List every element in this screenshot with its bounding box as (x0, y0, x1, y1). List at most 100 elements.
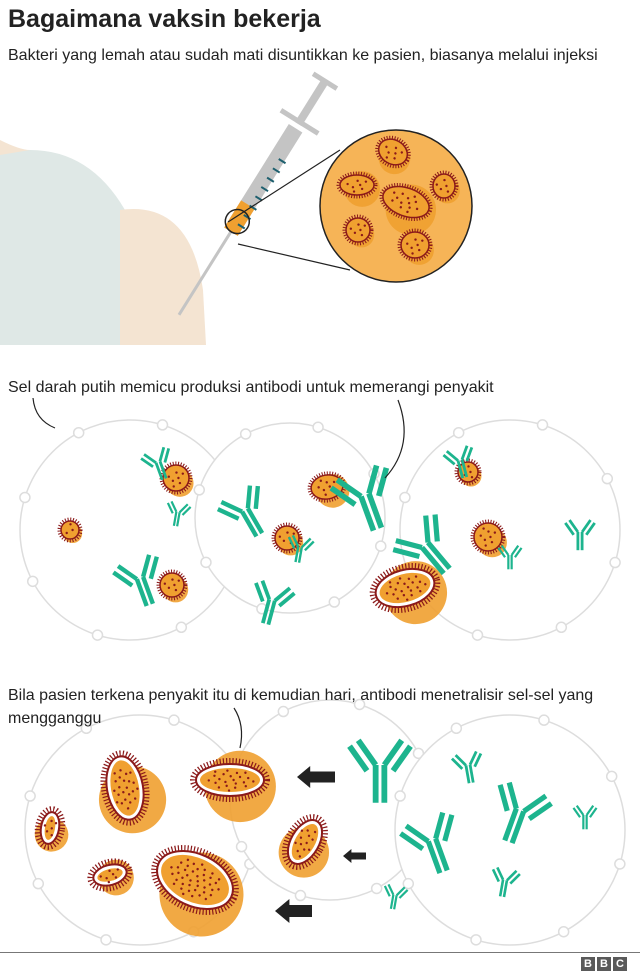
bacterium-dot (446, 190, 450, 193)
cell-receptor (168, 714, 180, 726)
bacterium-dot (171, 479, 175, 483)
antibody-arm (589, 807, 598, 818)
bacterium-spikes (100, 750, 150, 826)
bacterium-dot (227, 789, 231, 792)
cell-receptor (394, 790, 406, 802)
bacterium-dot (173, 583, 176, 587)
antibody-arm (585, 522, 596, 536)
bacterium-dot (136, 787, 139, 790)
bacterium-dot (203, 886, 206, 889)
bacterium-dot (122, 791, 125, 794)
bacterium-spikes (190, 758, 270, 802)
antibody-icon (491, 866, 521, 898)
bacterium-dot (311, 838, 314, 841)
bacterium-dot (170, 866, 173, 869)
syringe-plunger-head (311, 71, 339, 91)
antibody-arm (568, 519, 580, 533)
antibody-stem (509, 810, 527, 844)
antibody-arm (291, 534, 300, 548)
antibody-stem (420, 545, 446, 576)
bacterium-dot (489, 535, 492, 539)
cell-receptor (557, 925, 570, 938)
bacterium-dot (167, 475, 171, 478)
cell-receptor (91, 629, 104, 641)
bacterium-dot (129, 801, 132, 804)
bacterium-dot (133, 797, 137, 800)
syringe-plunger (294, 79, 329, 127)
bacterium-dot (324, 493, 327, 496)
bacterium-dot (406, 242, 409, 245)
antibody-arm (260, 580, 272, 600)
bacterium-icon (151, 845, 244, 937)
bacterium-dot (393, 191, 396, 194)
white-blood-cell (193, 421, 387, 615)
bacterium-dot (385, 145, 388, 149)
antibody-arm (460, 445, 469, 460)
bacterium-dot (196, 867, 199, 871)
patient-shirt (0, 150, 125, 345)
bacterium-dot (413, 195, 416, 198)
bacterium-spikes (397, 228, 433, 262)
bacterium-dot (414, 238, 417, 241)
bacterium-icon (156, 569, 189, 603)
bacterium-spikes (470, 519, 506, 555)
bacterium-spikes (159, 461, 193, 495)
antibody-arm (580, 519, 592, 533)
antibody-stem (297, 547, 303, 563)
bacterium-icon (379, 183, 437, 235)
antibody-arm (395, 538, 423, 551)
bacterium-dot (300, 829, 304, 832)
bacterium-dot (126, 807, 130, 810)
bacterium-icon (369, 561, 448, 625)
bacterium-dot (116, 868, 119, 871)
bacterium-body (159, 572, 185, 598)
bacterium-dot (187, 889, 191, 893)
bacterium-dot (385, 156, 389, 159)
antibody-stem (366, 492, 385, 529)
cell-receptor (470, 934, 482, 946)
cell-receptor (175, 621, 188, 634)
bacterium-dot (217, 878, 221, 881)
antibody-arm (166, 502, 174, 514)
bacterium-dot (467, 465, 470, 468)
bacterium-body (379, 572, 431, 604)
antibody-icon (287, 534, 315, 563)
antibody-arm (287, 536, 296, 549)
antibody-icon (497, 545, 523, 570)
cell-receptor (72, 426, 85, 439)
antibody-icon (347, 738, 413, 803)
antibody-arm (433, 811, 446, 840)
cell-receptor (239, 428, 252, 440)
bacterium-dot (403, 582, 406, 585)
antibody-stem (172, 511, 178, 526)
cell-receptor (294, 889, 307, 902)
bacterium-dot (394, 152, 397, 155)
bacterium-dot (392, 593, 395, 596)
bacterium-dot (233, 786, 237, 789)
antibody-arm (376, 467, 390, 497)
bacterium-dot (418, 248, 421, 252)
bacterium-dot (113, 789, 116, 792)
bacterium-icon (336, 171, 380, 207)
bacterium-dot (411, 252, 414, 255)
bacterium-dot (394, 146, 398, 150)
bacterium-dot (411, 581, 414, 584)
syringe-tick (266, 176, 275, 183)
bacterium-dot (196, 880, 199, 883)
bacterium-dot (394, 588, 397, 591)
antibody-stem (294, 546, 300, 563)
antibody-arm (585, 805, 595, 816)
antibody-arm (506, 869, 518, 882)
bacterium-dot (402, 593, 406, 597)
cell-receptor (399, 491, 411, 504)
bacterium-dot (242, 781, 246, 784)
antibody-arm (254, 582, 265, 603)
bacterium-dot (213, 774, 216, 777)
bacterium-dot (217, 786, 221, 789)
antibody-arm (575, 805, 585, 816)
syringe-tick (272, 167, 281, 174)
syringe-tick (249, 204, 257, 211)
cell-receptor (156, 419, 169, 431)
bacterium-dot (407, 577, 411, 580)
bacterium-icon (190, 750, 276, 823)
